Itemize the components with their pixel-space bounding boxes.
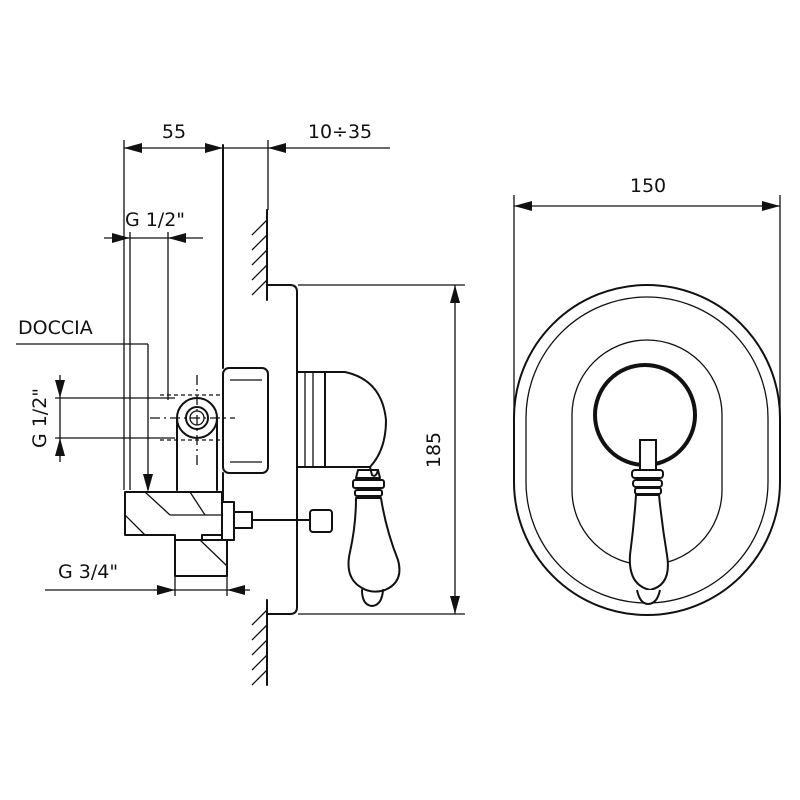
dim-bottom-thread: G 3/4": [45, 561, 250, 596]
dim-150-label: 150: [630, 175, 666, 197]
top-thread-label: G 1/2": [125, 209, 185, 231]
dim-55-label: 55: [162, 121, 186, 143]
handle-base-side: [296, 371, 387, 477]
dim-185-label: 185: [423, 432, 445, 468]
dim-55: 55: [123, 121, 223, 490]
bottom-thread-label: G 3/4": [58, 561, 118, 583]
outlet-label: DOCCIA: [18, 317, 93, 339]
handle-lever-side: [347, 469, 401, 607]
side-thread-label: G 1/2": [29, 388, 51, 448]
wall-hatching: [251, 209, 268, 686]
dim-185: 185: [298, 284, 465, 615]
dim-top-thread: G 1/2": [104, 209, 203, 490]
centerlines: [150, 375, 235, 465]
dim-10-35-label: 10÷35: [308, 121, 372, 143]
side-view: 55 10÷35 G 1/2" DOCCIA: [16, 121, 465, 686]
handle-lever-front: [628, 439, 669, 606]
diverter-body: [124, 491, 333, 577]
valve-body: [222, 144, 269, 501]
dim-10-35: 10÷35: [223, 121, 390, 210]
front-view: 150: [513, 175, 781, 616]
dim-side-thread: G 1/2": [29, 375, 175, 462]
outlet-doccia: DOCCIA: [16, 317, 153, 492]
dim-150: 150: [513, 175, 781, 440]
cover-plate-side: [267, 284, 298, 615]
cover-plate-outer: [513, 284, 781, 616]
